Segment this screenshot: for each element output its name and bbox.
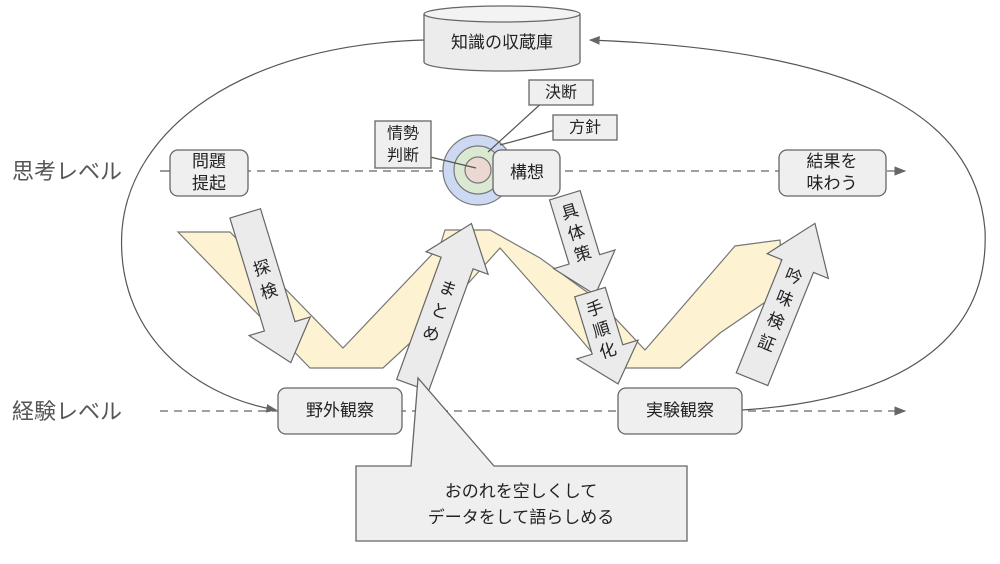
svg-text:おのれを空しくして: おのれを空しくして [445,482,598,502]
node-concept: 構想 [492,149,561,197]
note-callout: おのれを空しくして データをして語らしめる [355,376,688,542]
arrow-procedure: 手 順 化 [573,286,640,385]
svg-text:方針: 方針 [569,118,601,137]
svg-text:順: 順 [591,318,613,342]
svg-text:検: 検 [258,280,280,304]
decision-callout: 決断 [528,79,594,106]
knowledge-storage: 知識の収蔵庫 [423,5,581,72]
svg-text:吟: 吟 [782,265,805,290]
svg-text:情勢: 情勢 [387,124,419,143]
svg-text:判断: 判断 [387,146,419,165]
node-field-observation: 野外観察 [277,387,403,435]
svg-text:実験観察: 実験観察 [646,401,714,421]
svg-text:探: 探 [251,257,273,281]
knowledge-loop-path-left [121,39,426,413]
arrow-verify: 吟 味 検 証 [735,222,830,387]
svg-text:構想: 構想 [510,163,544,183]
policy-callout: 方針 [552,114,618,141]
svg-text:め: め [420,322,443,347]
knowledge-storage-label: 知識の収蔵庫 [451,33,553,53]
svg-text:証: 証 [755,331,778,356]
arrow-concrete-plan: 具 体 策 [548,189,617,296]
svg-text:決断: 決断 [545,83,577,102]
svg-text:結果を: 結果を [807,152,858,172]
situation-pointer [425,155,477,169]
svg-text:味わう: 味わう [807,174,858,194]
node-result: 結果を 味わう [778,149,887,197]
node-experiment-observation: 実験観察 [617,387,743,435]
arrow-explore: 探 検 [229,207,312,364]
arrow-summarize: ま と め [395,222,490,392]
svg-text:化: 化 [597,339,619,363]
svg-text:策: 策 [572,243,594,267]
svg-text:野外観察: 野外観察 [306,401,374,421]
svg-text:体: 体 [565,221,587,245]
decision-pointer [487,99,546,153]
situation-callout: 情勢 判断 [374,120,432,169]
svg-text:提起: 提起 [192,174,226,194]
experience-level-label: 経験レベル [12,400,122,425]
svg-text:ま: ま [436,277,459,302]
svg-text:味: 味 [773,287,796,312]
svg-text:検: 検 [764,309,787,334]
svg-text:データをして語らしめる: データをして語らしめる [428,507,615,528]
svg-text:問題: 問題 [192,152,226,172]
svg-text:具: 具 [559,200,581,224]
policy-pointer [499,129,556,146]
svg-text:手: 手 [584,297,606,321]
knowledge-loop-path [588,36,986,411]
thinking-level-label: 思考レベル [12,160,122,185]
svg-text:と: と [428,300,451,325]
node-problem: 問題 提起 [169,149,249,197]
